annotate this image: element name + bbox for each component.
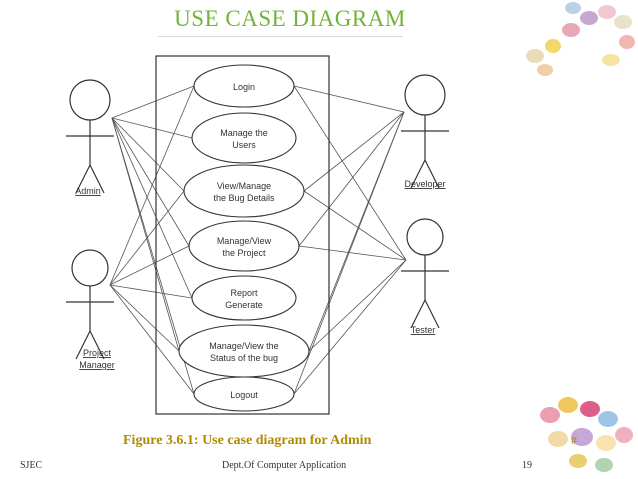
association-line — [298, 245, 407, 261]
actor-right-leg — [424, 299, 440, 329]
actor-head — [404, 74, 446, 116]
association-line — [308, 259, 407, 352]
actor-right-leg — [89, 330, 105, 360]
association-line — [111, 117, 190, 247]
use-case-label: Logout — [230, 390, 258, 400]
system-boundary — [155, 55, 330, 415]
actor-head — [69, 79, 111, 121]
candy-eggs-top-image — [526, 2, 635, 76]
actor-head — [71, 249, 109, 287]
use-case-ellipse — [178, 324, 310, 378]
footer-center: Dept.Of Computer Application — [222, 460, 347, 471]
association-line — [298, 111, 405, 247]
association-line — [109, 284, 193, 299]
actor-head — [406, 218, 444, 256]
footer-left: SJEC — [20, 460, 43, 471]
actor-admin: Admin — [66, 79, 114, 196]
association-line — [111, 117, 193, 299]
actor-left-leg — [75, 330, 91, 360]
use-case-ellipse — [183, 164, 305, 218]
association-line — [111, 85, 195, 119]
actor-tester: Tester — [401, 218, 449, 335]
corner-mark: # — [571, 433, 577, 447]
actor-developer: Developer — [401, 74, 449, 189]
actor-label: Developer — [404, 179, 445, 189]
use-case-label: Login — [233, 82, 255, 92]
association-line — [293, 111, 405, 395]
actor-right-leg — [89, 164, 105, 194]
association-line — [109, 245, 190, 286]
use-case-ellipse — [191, 112, 297, 164]
use-case-ellipse — [188, 220, 300, 272]
associations-layer — [109, 85, 407, 395]
association-line — [111, 117, 185, 192]
association-line — [109, 190, 185, 286]
title-divider — [158, 36, 403, 37]
actor-right-leg — [424, 159, 440, 189]
association-line — [293, 259, 407, 395]
association-line — [293, 85, 407, 261]
use-case-ellipse — [193, 376, 295, 412]
actor-label: Admin — [75, 186, 101, 196]
use-case: Login — [193, 64, 295, 108]
actor-label: Tester — [411, 325, 436, 335]
use-case-ellipse — [191, 275, 297, 321]
association-line — [303, 190, 407, 261]
footer-page-number: 19 — [522, 460, 532, 471]
actor-left-leg — [410, 299, 426, 329]
candy-eggs-bottom-image — [540, 397, 633, 472]
association-line — [303, 111, 405, 192]
figure-caption: Figure 3.6.1: Use case diagram for Admin — [123, 433, 372, 448]
slide-title: USE CASE DIAGRAM — [174, 6, 406, 31]
association-line — [109, 284, 180, 352]
actor-left-leg — [410, 159, 426, 189]
association-line — [109, 85, 195, 286]
actor-left-leg — [75, 164, 91, 194]
association-line — [109, 284, 195, 395]
association-line — [293, 85, 405, 113]
association-line — [111, 117, 193, 139]
use-case: Logout — [193, 376, 295, 412]
use-case-ellipse — [193, 64, 295, 108]
